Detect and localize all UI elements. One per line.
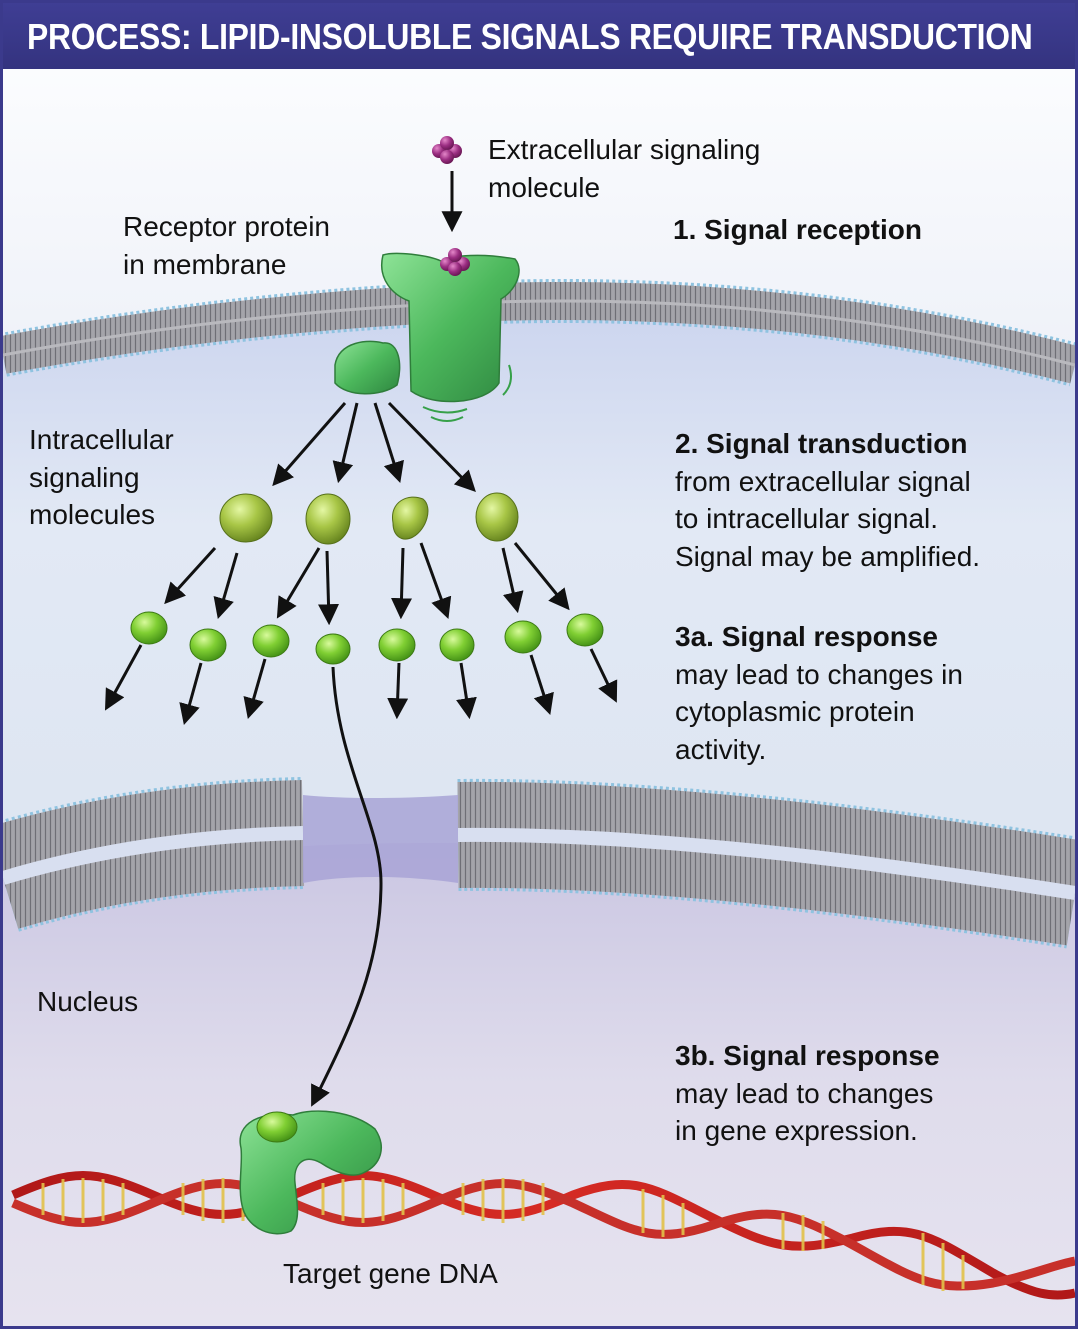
nuclear-signal-arrow: [311, 666, 383, 1107]
signal-transduction-diagram: Extracellular signaling molecule Recepto…: [3, 69, 1075, 1326]
plasma-membrane: [3, 278, 1075, 387]
diagram-canvas: [3, 69, 1075, 1326]
process-title: LIPID-INSOLUBLE SIGNALS REQUIRE TRANSDUC…: [199, 16, 1033, 57]
transcription-factor: [239, 1110, 382, 1235]
nuclear-envelope: [3, 777, 1075, 949]
step-1-title: 1. Signal reception: [673, 214, 922, 245]
receptor-protein-label: Receptor protein in membrane: [123, 211, 331, 280]
step-1-text: 1. Signal reception: [673, 211, 922, 249]
target-dna-helix: [11, 1171, 1075, 1300]
receptor-protein: [334, 252, 520, 422]
extracellular-molecule-label: Extracellular signaling molecule: [488, 134, 761, 203]
amplified-molecules: [130, 611, 604, 665]
cytoplasm: [3, 288, 1075, 883]
transduction-arrows: [272, 401, 476, 493]
amplification-arrows: [164, 542, 570, 626]
step-2-text: 2. Signal transduction from extracellula…: [675, 425, 980, 575]
signal-molecule-free: [432, 136, 462, 164]
step-2-title: 2. Signal transduction: [675, 428, 968, 459]
step-3a-title: 3a. Signal response: [675, 621, 938, 652]
signal-molecule-bound: [440, 248, 470, 276]
step-3b-text: 3b. Signal response may lead to changes …: [675, 1037, 940, 1150]
response-arrows: [104, 644, 618, 726]
target-dna-label: Target gene DNA: [283, 1258, 498, 1289]
intracellular-molecules-label: Intracellular signaling molecules: [29, 424, 174, 530]
nucleus-label: Nucleus: [37, 986, 139, 1017]
title-bar: PROCESS: LIPID-INSOLUBLE SIGNALS REQUIRE…: [3, 3, 1075, 69]
step-3a-text: 3a. Signal response may lead to changes …: [675, 618, 963, 768]
figure-title: PROCESS: LIPID-INSOLUBLE SIGNALS REQUIRE…: [27, 15, 1033, 59]
step-3b-title: 3b. Signal response: [675, 1040, 940, 1071]
nuclear-pore: [303, 795, 458, 883]
process-label: PROCESS:: [27, 16, 192, 57]
intracellular-molecules: [219, 492, 519, 545]
